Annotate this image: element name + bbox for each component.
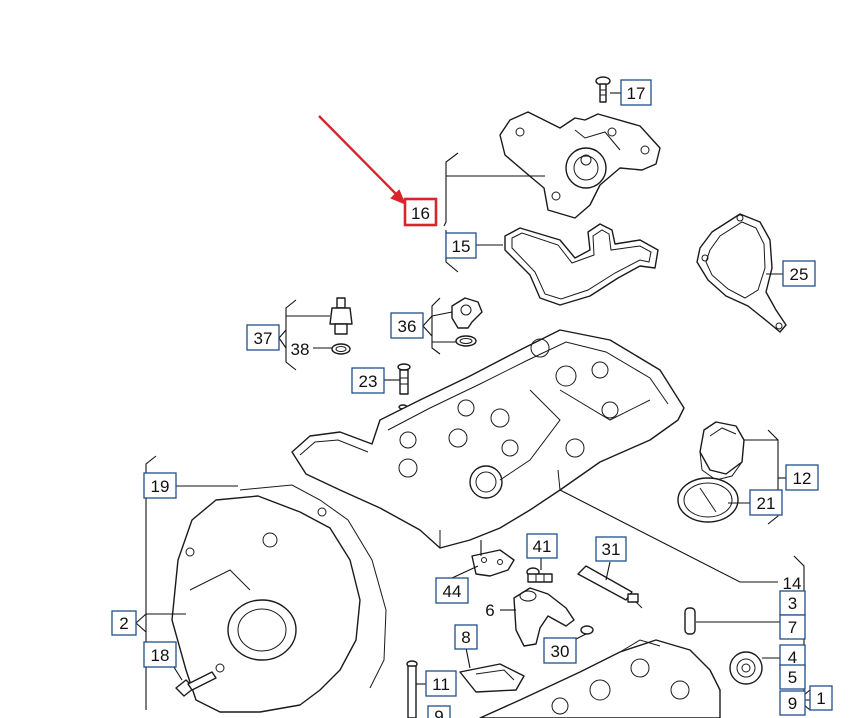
svg-text:11: 11 xyxy=(432,675,450,694)
callout-19: 19 xyxy=(143,472,177,499)
svg-text:25: 25 xyxy=(790,265,809,284)
svg-text:30: 30 xyxy=(551,642,570,661)
callout-6: 6 xyxy=(485,601,494,620)
callout-14: 14 xyxy=(783,574,802,593)
callout-9-partial: 9 xyxy=(427,705,451,718)
callout-30: 30 xyxy=(543,637,577,664)
callout-2: 2 xyxy=(111,610,137,636)
pin-7-drawing xyxy=(684,607,696,635)
callout-11: 11 xyxy=(425,670,457,697)
svg-text:14: 14 xyxy=(783,574,802,593)
svg-text:41: 41 xyxy=(533,537,552,556)
svg-text:2: 2 xyxy=(119,614,128,633)
svg-text:7: 7 xyxy=(788,618,797,637)
callout-36: 36 xyxy=(390,312,424,339)
callout-44: 44 xyxy=(435,577,469,604)
svg-text:12: 12 xyxy=(793,469,812,488)
svg-text:5: 5 xyxy=(788,668,797,687)
svg-text:8: 8 xyxy=(461,628,470,647)
svg-text:15: 15 xyxy=(452,237,471,256)
callout-25: 25 xyxy=(782,260,816,287)
clip-44-drawing xyxy=(471,549,515,577)
callout-17: 17 xyxy=(620,79,652,106)
sensor-37-drawing xyxy=(329,297,353,355)
callout-41: 41 xyxy=(526,533,558,559)
bolt-23-drawing xyxy=(397,363,411,410)
callout-12: 12 xyxy=(785,464,819,491)
svg-text:37: 37 xyxy=(254,329,273,348)
cylinder-head-1-drawing xyxy=(479,639,721,718)
svg-text:23: 23 xyxy=(359,372,378,391)
valve-6-drawing xyxy=(513,587,594,647)
callout-31: 31 xyxy=(595,536,627,562)
callout-8: 8 xyxy=(454,624,478,650)
svg-text:19: 19 xyxy=(151,477,170,496)
bolt-11-drawing xyxy=(406,660,418,718)
tube-31-drawing xyxy=(577,565,643,609)
svg-text:9: 9 xyxy=(434,707,443,718)
callout-38: 38 xyxy=(291,340,310,359)
callout-3: 3 xyxy=(779,590,806,616)
svg-text:3: 3 xyxy=(788,594,797,613)
svg-text:18: 18 xyxy=(151,646,170,665)
svg-text:44: 44 xyxy=(443,582,462,601)
gasket-15-drawing xyxy=(504,223,659,306)
bolt-17-drawing xyxy=(595,76,611,103)
callout-16-highlighted: 16 xyxy=(403,197,438,227)
callout-37: 37 xyxy=(246,324,280,351)
valve-cover-14-drawing xyxy=(291,329,685,549)
highlight-arrow xyxy=(318,115,406,205)
housing-16-drawing xyxy=(499,111,661,219)
leader-lines xyxy=(135,92,811,711)
svg-text:1: 1 xyxy=(816,689,825,708)
sprocket-4-drawing xyxy=(729,651,763,685)
svg-text:6: 6 xyxy=(485,601,494,620)
callout-1: 1 xyxy=(809,685,833,711)
callout-7: 7 xyxy=(779,614,806,640)
svg-text:16: 16 xyxy=(411,204,430,223)
callout-9: 9 xyxy=(779,690,806,716)
cap-36-drawing xyxy=(451,297,483,347)
bolt-18-drawing xyxy=(175,671,217,697)
svg-text:36: 36 xyxy=(398,317,417,336)
svg-text:31: 31 xyxy=(602,540,621,559)
svg-text:4: 4 xyxy=(788,648,797,667)
timing-cover-19-drawing xyxy=(171,484,387,713)
callout-23: 23 xyxy=(351,367,385,394)
callout-15: 15 xyxy=(445,232,477,259)
svg-text:17: 17 xyxy=(627,84,646,103)
callout-18: 18 xyxy=(143,641,177,668)
svg-text:21: 21 xyxy=(757,494,776,513)
fitting-41-drawing xyxy=(526,567,553,583)
callout-21: 21 xyxy=(749,489,783,516)
callout-5: 5 xyxy=(779,664,806,690)
filler-cap-12-drawing xyxy=(677,421,745,523)
plate-8-drawing xyxy=(459,663,525,693)
svg-text:9: 9 xyxy=(788,694,797,713)
gasket-25-drawing xyxy=(696,213,787,333)
svg-text:38: 38 xyxy=(291,340,310,359)
